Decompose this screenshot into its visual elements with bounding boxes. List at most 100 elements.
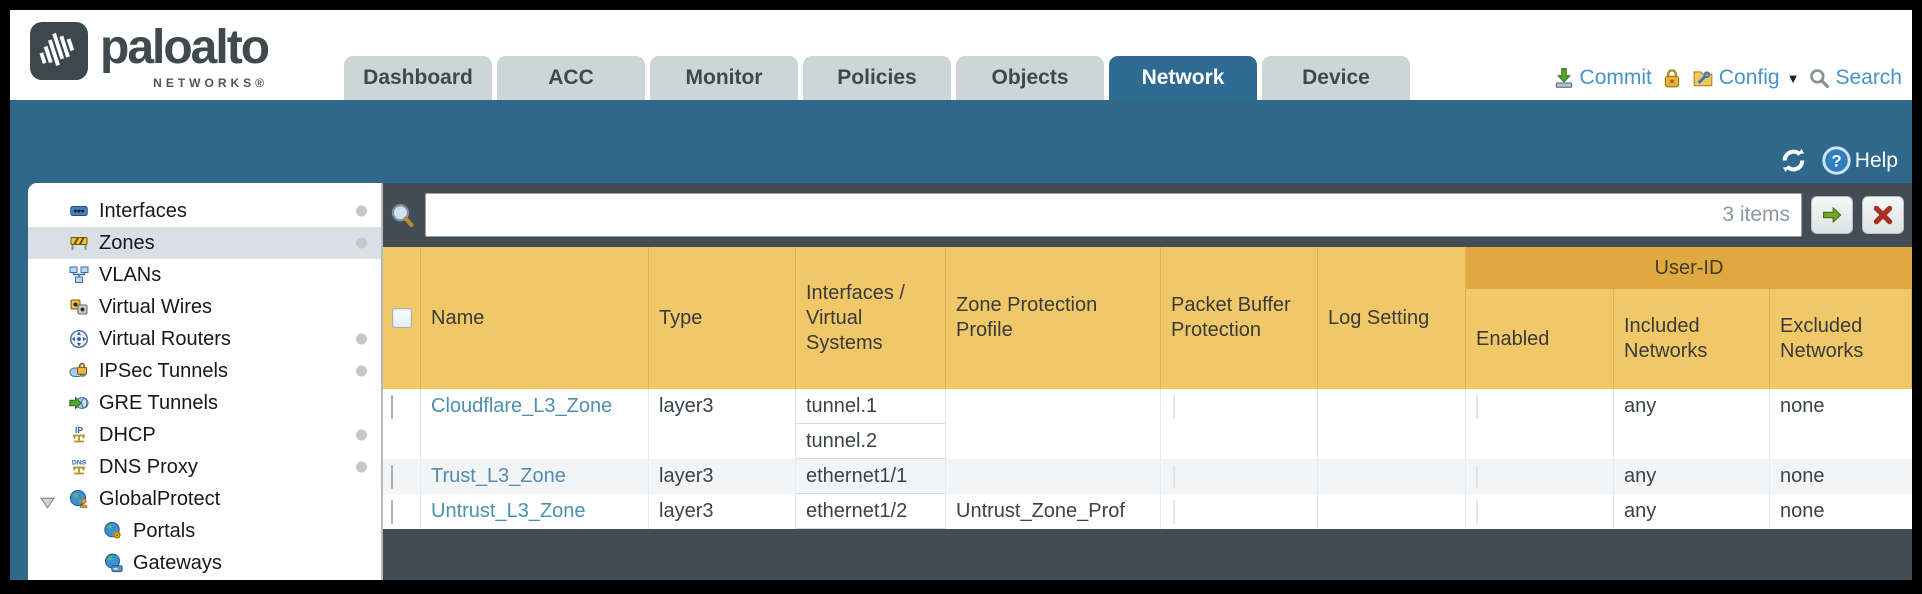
row-checkbox[interactable]: [391, 500, 393, 524]
dhcp-icon: IP: [68, 425, 92, 445]
column-header-type[interactable]: Type: [649, 247, 796, 389]
sidebar-item-dhcp[interactable]: IP DHCP: [28, 419, 381, 451]
global-search-button[interactable]: Search: [1808, 66, 1902, 90]
help-icon: ?: [1822, 146, 1851, 175]
column-header-included-networks[interactable]: Included Networks: [1614, 289, 1770, 389]
zone-protection-profile-cell: [946, 389, 1161, 459]
tab-network[interactable]: Network: [1109, 56, 1257, 100]
apply-filter-button[interactable]: [1811, 196, 1853, 234]
sidebar-item-label: Virtual Routers: [99, 327, 231, 350]
sidebar-item-label: GRE Tunnels: [99, 391, 218, 414]
zone-name-link[interactable]: Untrust_L3_Zone: [431, 500, 586, 522]
packet-buffer-protection-checkbox[interactable]: [1173, 465, 1175, 489]
tab-objects[interactable]: Objects: [956, 56, 1104, 100]
tab-acc[interactable]: ACC: [497, 56, 645, 100]
packet-buffer-protection-checkbox[interactable]: [1173, 500, 1175, 524]
sidebar-item-label: Zones: [99, 231, 155, 254]
header-actions: Commit Config ▼: [1553, 66, 1902, 90]
select-all-checkbox[interactable]: [391, 308, 412, 328]
zone-type-cell: layer3: [649, 389, 796, 459]
zone-protection-profile-cell: Untrust_Zone_Prof: [946, 494, 1161, 529]
column-header-interfaces[interactable]: Interfaces / Virtual Systems: [796, 247, 946, 389]
user-id-group-header: User-ID: [1466, 247, 1912, 289]
sidebar-item-portals[interactable]: Portals: [28, 515, 381, 547]
red-x-icon: [1871, 203, 1895, 227]
search-icon: [1808, 67, 1830, 89]
expander-triangle-icon[interactable]: [40, 493, 55, 509]
user-id-enabled-cell: [1466, 459, 1614, 494]
excluded-networks-cell: none: [1780, 465, 1825, 487]
sidebar-item-zones[interactable]: Zones: [28, 227, 381, 259]
user-id-enabled-checkbox[interactable]: [1476, 500, 1478, 524]
column-header-packet-buffer-protection[interactable]: Packet Buffer Protection: [1161, 247, 1318, 389]
green-arrow-icon: [1820, 203, 1844, 227]
config-menu-button[interactable]: Config ▼: [1692, 66, 1799, 90]
sub-header-band: ? Help: [10, 100, 1912, 183]
items-count: 3 items: [1722, 203, 1790, 226]
sidebar-item-label: Interfaces: [99, 199, 187, 222]
user-id-enabled-cell: [1466, 494, 1614, 529]
help-button[interactable]: ? Help: [1822, 146, 1898, 175]
gateways-icon: [102, 553, 126, 573]
dns-proxy-icon: DNS: [68, 457, 92, 477]
zones-main-panel: 3 items: [383, 183, 1912, 580]
row-checkbox[interactable]: [391, 395, 393, 419]
column-header-enabled[interactable]: Enabled: [1466, 289, 1614, 389]
sidebar-item-vlans[interactable]: VLANs: [28, 259, 381, 291]
log-setting-cell: [1318, 494, 1466, 529]
zone-name-link[interactable]: Cloudflare_L3_Zone: [431, 395, 613, 417]
zone-protection-profile-cell: [946, 459, 1161, 494]
excluded-networks-cell: none: [1780, 500, 1825, 522]
zone-name-cell: Cloudflare_L3_Zone: [421, 389, 649, 459]
column-header-zone-protection-profile[interactable]: Zone Protection Profile: [946, 247, 1161, 389]
column-header-excluded-networks[interactable]: Excluded Networks: [1770, 289, 1912, 389]
tab-policies[interactable]: Policies: [803, 56, 951, 100]
filter-input[interactable]: [425, 193, 1802, 237]
sidebar-item-virtual-routers[interactable]: Virtual Routers: [28, 323, 381, 355]
virtual-routers-icon: [68, 329, 92, 349]
lock-icon[interactable]: [1661, 67, 1683, 89]
clear-filter-button[interactable]: [1862, 196, 1904, 234]
refresh-icon[interactable]: [1779, 146, 1808, 175]
log-setting-cell: [1318, 389, 1466, 459]
log-setting-cell: [1318, 459, 1466, 494]
tab-monitor[interactable]: Monitor: [650, 56, 798, 100]
interface-value: tunnel.2: [796, 424, 945, 459]
gre-tunnels-icon: [68, 393, 92, 413]
zones-table-header: Name Type Interfaces / Virtual Systems Z…: [383, 247, 1912, 389]
ipsec-tunnels-icon: [68, 361, 92, 381]
sidebar-item-label: DHCP: [99, 423, 156, 446]
zone-name-link[interactable]: Trust_L3_Zone: [431, 465, 566, 487]
tab-device[interactable]: Device: [1262, 56, 1410, 100]
sidebar-item-interfaces[interactable]: Interfaces: [28, 195, 381, 227]
user-id-enabled-checkbox[interactable]: [1476, 395, 1478, 419]
column-header-log-setting[interactable]: Log Setting: [1318, 247, 1466, 389]
sidebar-item-ipsec-tunnels[interactable]: IPSec Tunnels: [28, 355, 381, 387]
sidebar-item-virtual-wires[interactable]: Virtual Wires: [28, 291, 381, 323]
portals-icon: [102, 521, 126, 541]
user-id-enabled-checkbox[interactable]: [1476, 465, 1478, 489]
sidebar-item-gre-tunnels[interactable]: GRE Tunnels: [28, 387, 381, 419]
sidebar-item-label: GlobalProtect: [99, 487, 221, 510]
status-dot: [356, 333, 367, 345]
sidebar-item-label: Gateways: [133, 551, 222, 574]
sidebar-item-globalprotect[interactable]: GlobalProtect: [28, 483, 381, 515]
column-header-name[interactable]: Name: [421, 247, 649, 389]
packet-buffer-protection-cell: [1161, 459, 1318, 494]
packet-buffer-protection-checkbox[interactable]: [1173, 395, 1175, 419]
tab-dashboard[interactable]: Dashboard: [344, 56, 492, 100]
included-networks-cell: any: [1614, 459, 1770, 494]
paloalto-logo-icon: [30, 22, 88, 80]
included-networks-cell: any: [1614, 494, 1770, 529]
row-checkbox[interactable]: [391, 465, 393, 489]
commit-button[interactable]: Commit: [1553, 66, 1652, 90]
brand-name: paloalto: [100, 21, 270, 74]
help-label: Help: [1854, 148, 1898, 172]
sidebar-item-gateways[interactable]: Gateways: [28, 547, 381, 579]
zone-type-cell: layer3: [649, 494, 796, 529]
